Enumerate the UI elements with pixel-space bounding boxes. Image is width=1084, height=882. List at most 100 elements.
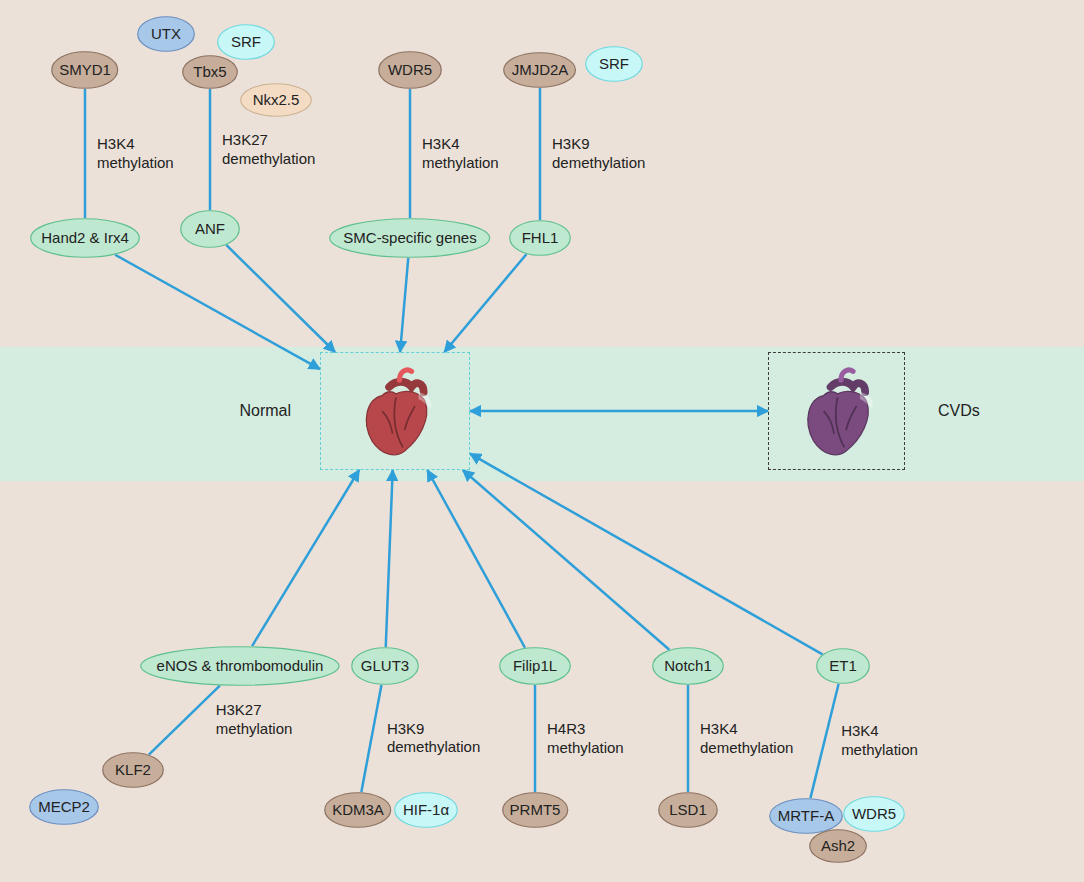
heart-illustration bbox=[808, 370, 873, 455]
molecule-name: eNOS & thrombomodulin bbox=[157, 657, 324, 675]
oval-outline bbox=[29, 789, 99, 825]
modification-label: H3K27 demethylation bbox=[220, 131, 332, 169]
molecule-oval: Hand2 & Irx4 bbox=[30, 218, 140, 258]
molecule-oval: KDM3A bbox=[324, 792, 391, 828]
molecule-name: SRF bbox=[231, 33, 261, 51]
modification-label: H3K4 demethylation bbox=[698, 720, 810, 758]
atrium bbox=[418, 392, 431, 409]
molecule-oval: WDR5 bbox=[378, 51, 442, 89]
molecule-name: MECP2 bbox=[38, 798, 90, 816]
oval bbox=[844, 797, 905, 832]
oval-outline bbox=[816, 648, 870, 684]
oval bbox=[30, 790, 99, 825]
regulation-line bbox=[810, 684, 838, 798]
molecule-oval: Filip1L bbox=[499, 647, 571, 685]
oval-outline bbox=[809, 829, 867, 863]
regulation-line bbox=[361, 685, 381, 792]
molecule-name: ANF bbox=[195, 220, 225, 238]
molecule-name: PRMT5 bbox=[510, 801, 561, 819]
modification-label: H3K9 demethylation bbox=[385, 720, 497, 758]
oval bbox=[103, 753, 164, 788]
oval bbox=[141, 647, 339, 685]
effect-arrow bbox=[400, 258, 408, 352]
coronary-vessels bbox=[382, 397, 415, 447]
regulation-line bbox=[409, 89, 412, 218]
molecule-oval: JMJD2A bbox=[503, 52, 576, 88]
molecule-name: Tbx5 bbox=[193, 63, 226, 81]
vessel bbox=[399, 370, 411, 380]
oval-outline bbox=[329, 218, 490, 258]
modification-label: H3K4 methylation bbox=[95, 135, 207, 173]
oval bbox=[653, 648, 724, 685]
oval bbox=[379, 52, 442, 89]
molecule-name: Hand2 & Irx4 bbox=[41, 229, 129, 247]
effect-arrow bbox=[427, 470, 525, 648]
molecule-oval: KLF2 bbox=[102, 752, 164, 788]
oval bbox=[510, 221, 571, 256]
regulation-line bbox=[149, 686, 220, 755]
molecule-name: HIF-1α bbox=[403, 801, 449, 819]
oval bbox=[770, 799, 843, 834]
oval bbox=[52, 52, 118, 88]
heart-state-box: CVDs bbox=[768, 352, 905, 470]
molecule-oval: LSD1 bbox=[658, 792, 718, 828]
coronary-vessels bbox=[824, 397, 857, 447]
vessel bbox=[841, 370, 853, 380]
effect-arrow bbox=[444, 254, 526, 352]
regulation-line bbox=[209, 89, 212, 210]
oval bbox=[183, 56, 238, 89]
effect-arrow bbox=[115, 255, 320, 369]
molecule-oval: ANF bbox=[180, 210, 240, 248]
oval bbox=[500, 648, 571, 685]
molecule-oval: PRMT5 bbox=[502, 792, 568, 828]
oval bbox=[586, 47, 643, 82]
oval-outline bbox=[102, 752, 164, 788]
connectors bbox=[85, 88, 839, 798]
molecule-oval: WDR5 bbox=[843, 796, 905, 832]
regulation-line bbox=[84, 89, 87, 218]
molecule-name: ET1 bbox=[829, 657, 857, 675]
oval bbox=[218, 25, 275, 60]
oval-outline bbox=[394, 792, 458, 828]
effect-arrow bbox=[463, 470, 670, 650]
state-label: CVDs bbox=[938, 402, 980, 420]
effect-arrow bbox=[226, 245, 335, 352]
atrium bbox=[860, 392, 873, 409]
molecule-name: WDR5 bbox=[388, 61, 432, 79]
molecule-name: LSD1 bbox=[669, 801, 707, 819]
heart-picture bbox=[336, 361, 456, 463]
molecule-oval: ET1 bbox=[816, 648, 870, 684]
oval bbox=[138, 17, 195, 52]
molecule-name: WDR5 bbox=[852, 805, 896, 823]
molecule-name: Ash2 bbox=[821, 837, 855, 855]
oval-outline bbox=[499, 647, 571, 685]
oval-outline bbox=[137, 16, 195, 52]
oval bbox=[502, 793, 567, 827]
aorta bbox=[831, 382, 866, 392]
oval-outline bbox=[351, 647, 419, 685]
oval-outline bbox=[585, 46, 643, 82]
molecule-name: UTX bbox=[151, 25, 181, 43]
molecule-name: GLUT3 bbox=[361, 657, 409, 675]
molecule-name: MRTF-A bbox=[778, 807, 834, 825]
molecule-name: Nkx2.5 bbox=[253, 91, 300, 109]
oval-outline bbox=[843, 796, 905, 832]
molecule-oval: Nkx2.5 bbox=[240, 83, 312, 117]
oval-outline bbox=[769, 798, 843, 834]
molecule-name: SMYD1 bbox=[59, 61, 111, 79]
molecule-name: Filip1L bbox=[513, 657, 557, 675]
oval-outline bbox=[378, 51, 442, 89]
oval-outline bbox=[503, 52, 576, 88]
heart-body bbox=[808, 391, 868, 454]
oval-outline bbox=[140, 646, 340, 686]
molecule-oval: eNOS & thrombomodulin bbox=[140, 646, 340, 686]
modification-label: H3K27 methylation bbox=[214, 701, 326, 739]
modification-label: H4R3 methylation bbox=[545, 720, 657, 758]
molecule-oval: UTX bbox=[137, 16, 195, 52]
state-label: Normal bbox=[239, 402, 291, 420]
effect-arrow bbox=[470, 410, 768, 413]
oval bbox=[352, 648, 419, 685]
